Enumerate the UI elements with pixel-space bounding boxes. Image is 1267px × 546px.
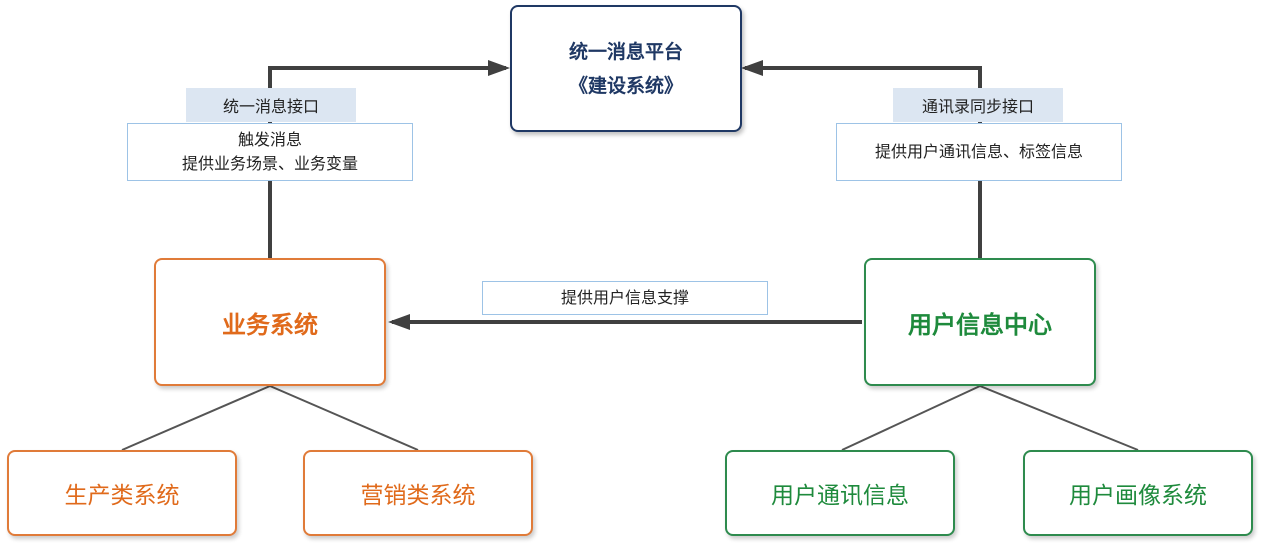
user-profile-system-box[interactable]: 用户画像系统	[1023, 450, 1253, 536]
user-contact-info-label: 用户通讯信息	[771, 483, 909, 509]
left-interface-connector	[268, 60, 510, 258]
user-tree-line-left	[841, 385, 981, 451]
business-tree-line-right	[269, 385, 419, 451]
user-contact-info-box[interactable]: 用户通讯信息	[725, 450, 955, 536]
left-interface-note: 触发消息 提供业务场景、业务变量	[127, 123, 413, 181]
business-system-box[interactable]: 业务系统	[154, 258, 386, 386]
left-note-line1: 触发消息	[237, 130, 302, 149]
platform-title: 统一消息平台	[568, 40, 683, 63]
left-note-line2: 提供业务场景、业务变量	[181, 154, 358, 173]
marketing-system-label: 营销类系统	[360, 483, 476, 509]
business-tree-line-left	[121, 385, 271, 451]
right-interface-connector	[741, 60, 982, 258]
unified-message-platform[interactable]: 统一消息平台 《建设系统》	[510, 5, 742, 132]
user-info-center-box[interactable]: 用户信息中心	[864, 258, 1096, 386]
user-info-support-note: 提供用户信息支撑	[482, 281, 768, 315]
unified-message-interface-label: 统一消息接口	[186, 88, 356, 122]
business-system-title: 业务系统	[222, 310, 318, 339]
user-tree-line-right	[979, 385, 1139, 451]
user-profile-system-label: 用户画像系统	[1069, 483, 1207, 509]
production-system-box[interactable]: 生产类系统	[7, 450, 237, 536]
marketing-system-box[interactable]: 营销类系统	[303, 450, 533, 536]
platform-subtitle: 《建设系统》	[568, 74, 683, 97]
production-system-label: 生产类系统	[64, 483, 180, 509]
right-interface-note: 提供用户通讯信息、标签信息	[836, 123, 1122, 181]
contact-sync-interface-label: 通讯录同步接口	[893, 88, 1063, 122]
user-info-center-title: 用户信息中心	[908, 310, 1052, 339]
